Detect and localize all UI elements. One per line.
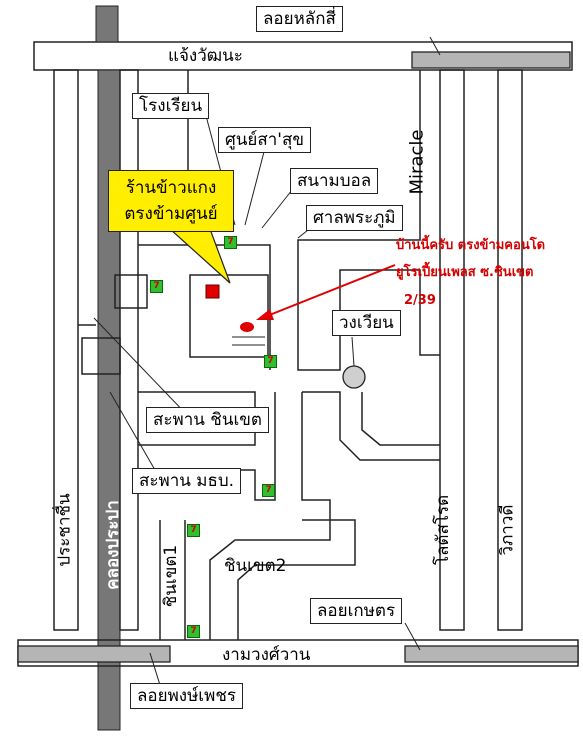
red-arrow-line	[261, 264, 396, 319]
label-roundabout: วงเวียน	[332, 310, 401, 336]
note-line-1: บ้านนี้ครับ ตรงข้ามคอนโด	[396, 238, 546, 253]
road-miracle	[297, 70, 421, 270]
label-school: โรงเรียน	[132, 93, 210, 119]
road-center-west	[138, 244, 271, 370]
expressway-lower-east	[404, 645, 579, 663]
label-chaeng-watthana: แจ้งวัฒนะ	[168, 46, 243, 66]
note-line-3: 2/39	[404, 293, 436, 308]
seven-eleven-icon: 7	[224, 236, 237, 249]
road-chaeng-watthana	[33, 41, 573, 71]
label-sun-sa-suk: ศูนย์สา'สุข	[218, 127, 311, 153]
seven-eleven-icon: 7	[264, 355, 277, 368]
road-lotus	[439, 69, 465, 631]
location-square-icon	[205, 284, 220, 299]
leader-roundabout	[351, 336, 355, 367]
road-curve-inner	[361, 392, 440, 446]
road-chinnakhet2	[209, 392, 331, 640]
expressway-upper	[411, 51, 571, 69]
label-miracle: Miracle	[406, 129, 428, 195]
leader-loi-phong	[149, 652, 161, 686]
expressway-lower-west	[17, 645, 171, 663]
label-shrine: ศาลพระภูมิ	[306, 205, 403, 231]
label-bridge-chinnakhet: สะพาน ชินเขต	[146, 407, 269, 433]
block-bridge-left	[81, 337, 121, 375]
leader-field	[261, 189, 293, 229]
house-marker-icon	[240, 322, 254, 332]
label-chinnakhet1: ชินเขต1	[161, 544, 182, 608]
note-line-2: ยูโรเปี้ยนเพลส ซ.ชินเขต	[396, 265, 534, 280]
red-arrow-head	[256, 309, 274, 320]
label-football-field: สนามบอล	[290, 168, 379, 194]
leader-loi-kaset	[404, 622, 421, 651]
label-khlong-prapa: คลองประปา	[102, 500, 123, 590]
seven-eleven-icon: 7	[150, 280, 163, 293]
label-bridge-mathorn: สะพาน มธบ.	[132, 468, 242, 494]
label-loi-phong-phet: ลอยพงษ์เพชร	[130, 683, 243, 709]
leader-sun-sa-suk	[244, 147, 266, 226]
label-chinnakhet2: ชินเขต2	[224, 556, 287, 576]
canal-khlong-prapa	[97, 69, 121, 731]
callout-curry-shop: ร้านข้าวแกง ตรงข้ามศูนย์	[108, 170, 234, 232]
road-curve-east	[302, 391, 440, 461]
label-ngam-wong-wan: งามวงศ์วาน	[222, 645, 311, 665]
seven-eleven-icon: 7	[262, 484, 275, 497]
road-chinnakhet2-inner	[237, 519, 356, 640]
label-loi-lak-si: ลอยหลักสี่	[256, 6, 343, 32]
label-vibhavadi: วิภาวดี	[497, 504, 518, 556]
canal-top	[95, 5, 119, 43]
callout-text: ร้านข้าวแกง ตรงข้ามศูนย์	[124, 178, 218, 224]
roundabout-circle	[342, 365, 366, 389]
leader-bridge-1	[93, 317, 191, 419]
label-lotus-road: โลตัสโรด	[433, 494, 454, 566]
road-pracha-chuen	[53, 69, 79, 631]
seven-eleven-icon: 7	[187, 625, 200, 638]
label-pracha-chuen: ประชาชื่น	[54, 493, 75, 567]
seven-eleven-icon: 7	[187, 524, 200, 537]
block-small-left	[114, 274, 148, 309]
road-block-east	[297, 269, 440, 371]
leader-bridge-2	[109, 391, 156, 471]
leader-loi-lak-si	[429, 36, 441, 56]
label-loi-kaset: ลอยเกษตร	[310, 598, 403, 624]
road-vibhavadi	[497, 69, 523, 631]
